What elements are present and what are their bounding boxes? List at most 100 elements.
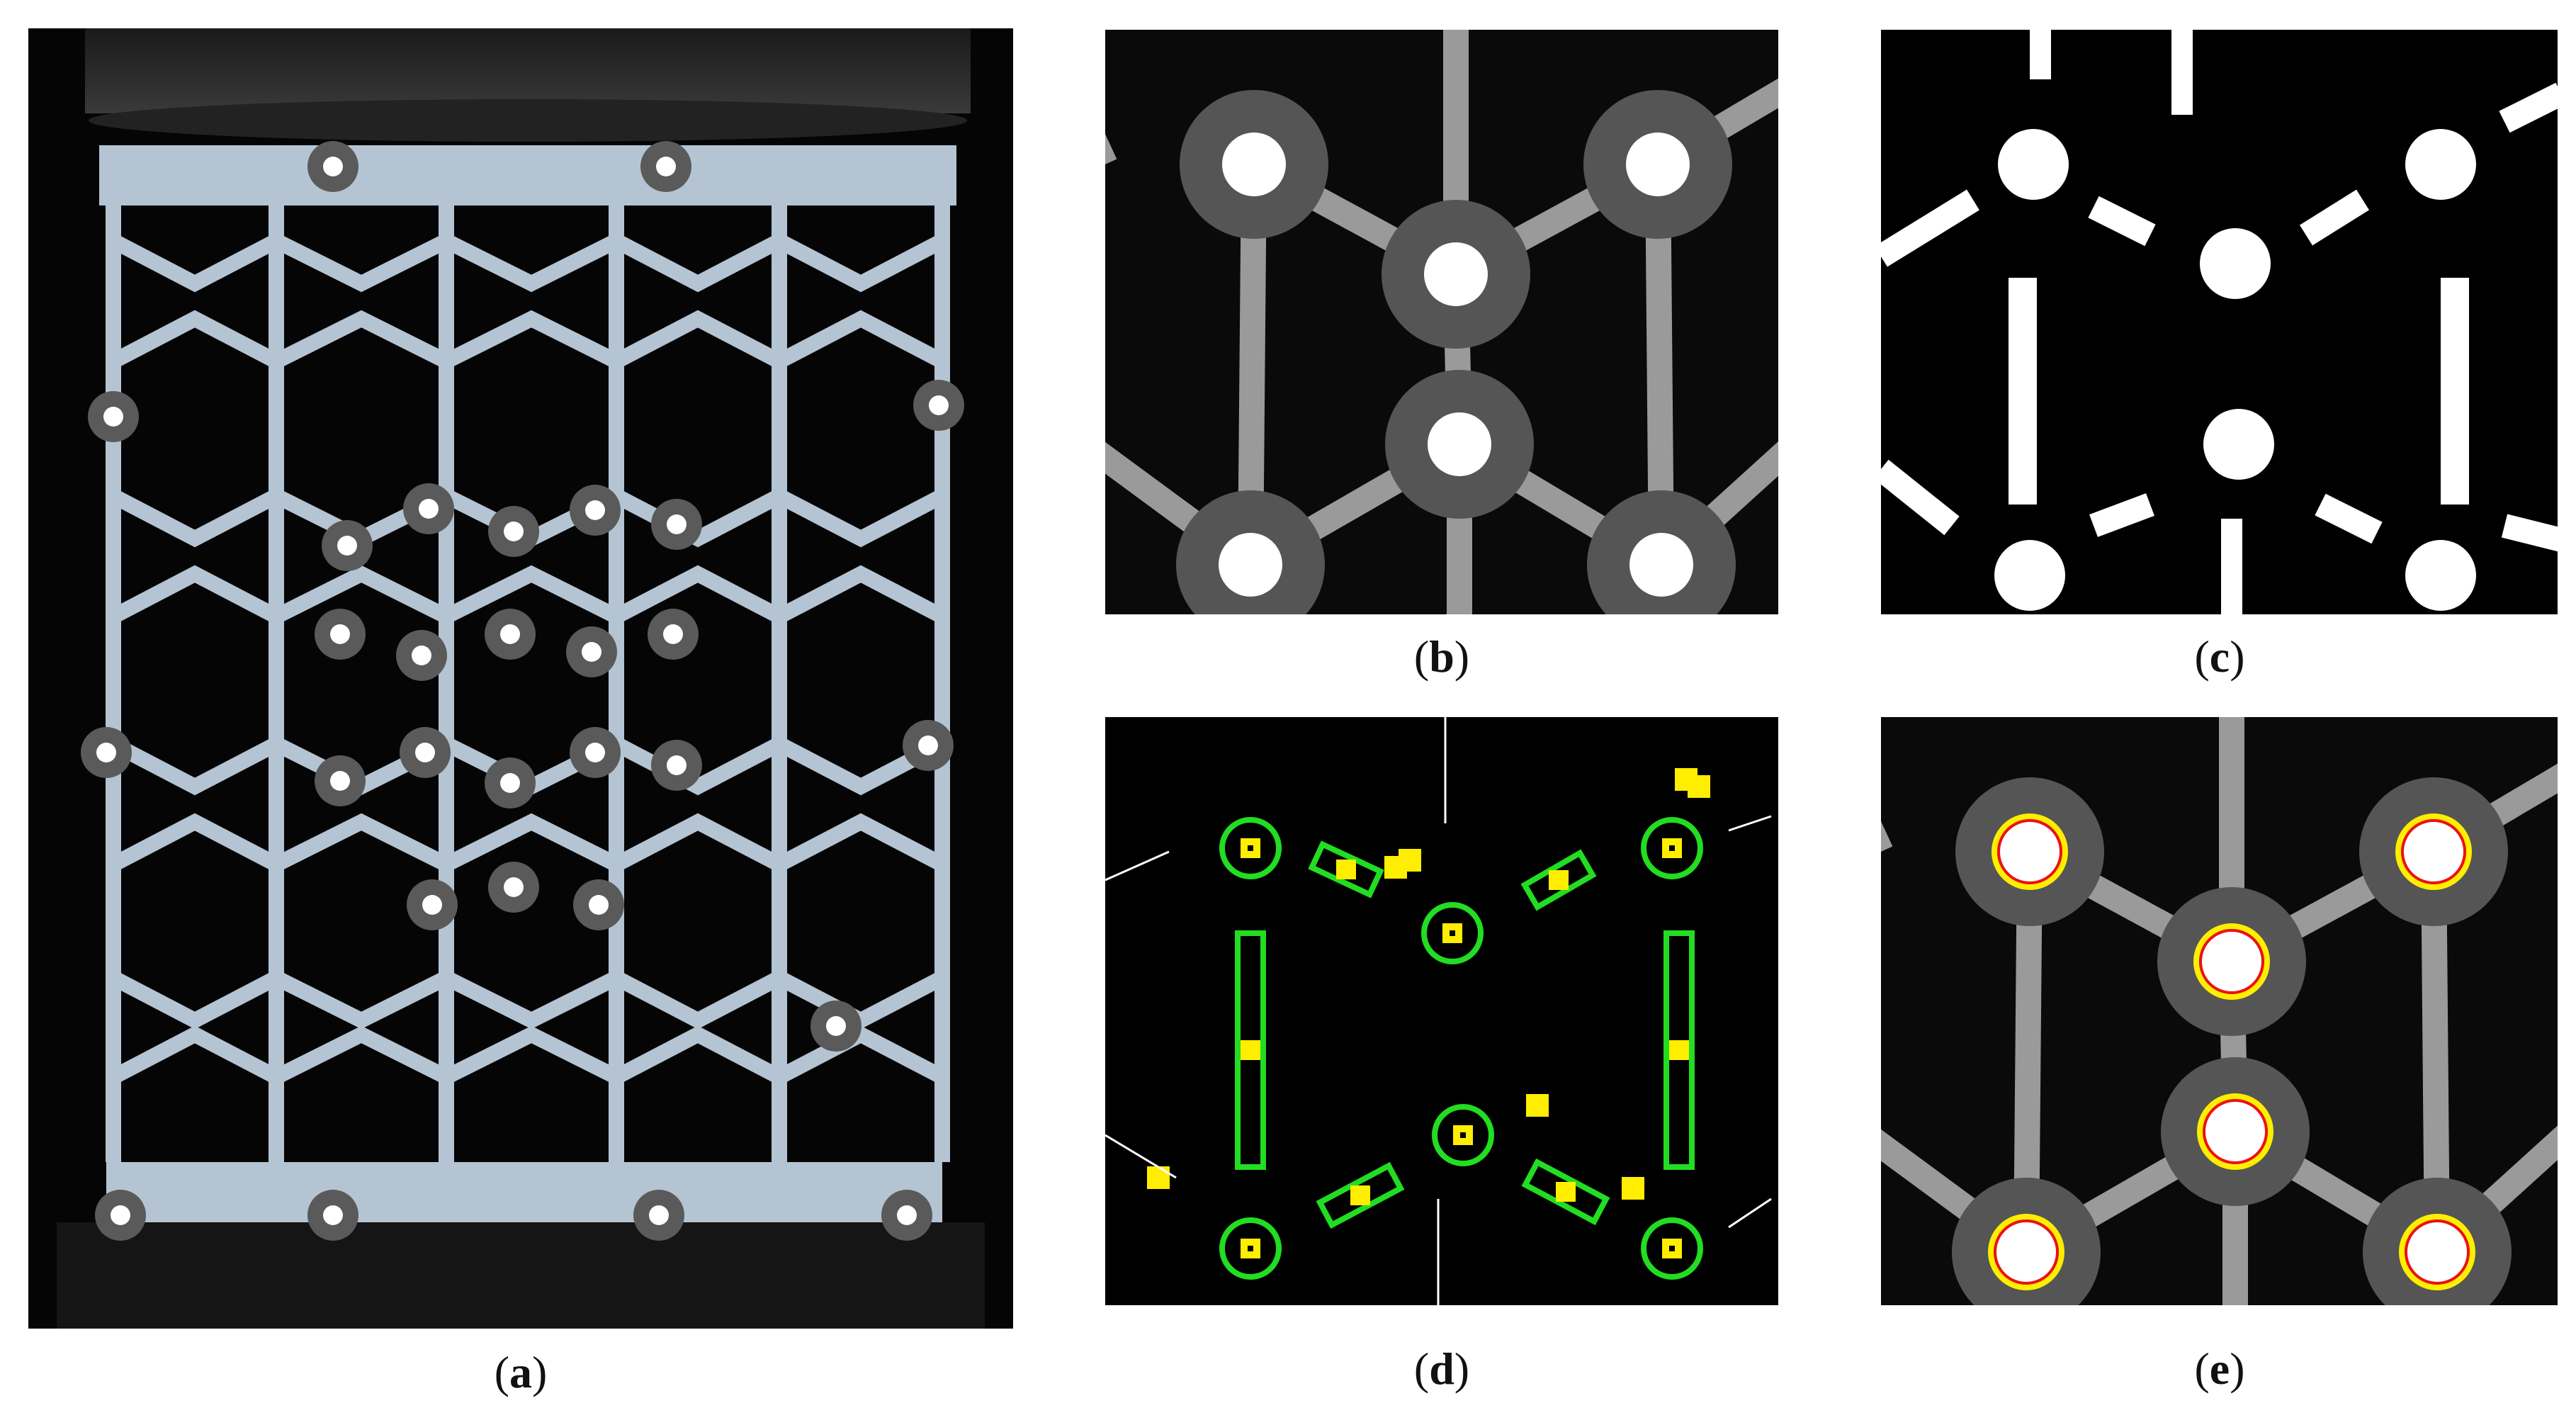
marker-dot xyxy=(1998,820,2062,884)
fit-circle-yellow xyxy=(2197,1093,2273,1170)
caption-b: (b) xyxy=(1413,631,1470,682)
marker-dot xyxy=(1629,533,1693,597)
marker-dot xyxy=(649,1205,669,1225)
marker-dot xyxy=(103,407,123,427)
binary-strut xyxy=(2441,278,2469,505)
marker-dot xyxy=(585,743,605,762)
lattice-chevron xyxy=(109,232,947,293)
detected-circle xyxy=(1432,1104,1494,1166)
spurious-detection xyxy=(1147,1166,1170,1189)
marker-dot xyxy=(589,895,609,915)
marker-dot xyxy=(663,624,683,644)
marker-dot xyxy=(2200,930,2264,993)
panel-c-binary xyxy=(1881,30,2558,614)
detected-circle xyxy=(1641,817,1703,879)
binary-dot xyxy=(2200,228,2271,299)
lattice-chevron xyxy=(109,565,947,626)
bottom-bar xyxy=(106,1162,942,1222)
detected-circle xyxy=(1219,1217,1282,1280)
binary-strut xyxy=(2315,493,2383,544)
marker-dot xyxy=(330,771,350,791)
detected-center xyxy=(1669,1040,1689,1060)
fitted-image xyxy=(1881,717,2558,1305)
caption-e: (e) xyxy=(2194,1343,2245,1394)
fit-circle-red xyxy=(2405,1219,2470,1285)
marker-dot xyxy=(667,755,687,775)
edge-contour xyxy=(1105,850,1170,881)
edge-contour xyxy=(1105,1134,1177,1179)
marker-dot xyxy=(330,624,350,644)
marker-dot xyxy=(918,736,938,755)
panel-e-fitted xyxy=(1881,717,2558,1305)
panel-b-closeup xyxy=(1105,30,1778,614)
marker-dot xyxy=(2405,1220,2469,1284)
binary-strut xyxy=(2171,30,2193,115)
marker-dot xyxy=(656,157,676,176)
detected-strut-box xyxy=(1521,1158,1610,1226)
caption-a: (a) xyxy=(494,1347,548,1397)
spurious-detection xyxy=(1622,1177,1644,1200)
binary-strut xyxy=(2501,514,2558,552)
edge-contour xyxy=(1728,815,1772,832)
detected-strut-box xyxy=(1316,1161,1405,1229)
fit-circle-yellow xyxy=(2399,1214,2475,1290)
marker-dot xyxy=(323,1205,343,1225)
panel-a-photo xyxy=(28,28,1013,1329)
marker-dot xyxy=(1222,133,1286,196)
lattice-chevron xyxy=(109,813,947,874)
detected-strut-box xyxy=(1663,930,1695,1170)
marker-dot xyxy=(504,522,524,541)
fit-circle-yellow xyxy=(1992,813,2068,890)
markers xyxy=(81,141,964,1241)
top-bar xyxy=(99,145,956,205)
bottom-platen xyxy=(57,1222,985,1329)
detection-image xyxy=(1105,717,1778,1305)
binary-strut xyxy=(2030,30,2051,79)
binary-dot xyxy=(1994,540,2065,611)
spurious-detection xyxy=(1526,1094,1549,1117)
marker-dot xyxy=(504,877,524,897)
spurious-detection xyxy=(1399,849,1421,872)
marker-dot xyxy=(826,1016,846,1036)
marker-dot xyxy=(111,1205,130,1225)
binary-strut xyxy=(2089,493,2154,537)
marker-dot xyxy=(415,743,435,762)
binary-dot xyxy=(2405,540,2476,611)
marker-dot xyxy=(667,514,687,534)
fit-circle-red xyxy=(1997,819,2062,884)
marker-dot xyxy=(419,499,439,519)
marker-dot xyxy=(2402,820,2465,884)
marker-dot xyxy=(500,773,520,793)
fit-circle-red xyxy=(1994,1219,2059,1285)
fit-circle-yellow xyxy=(1988,1214,2064,1290)
detected-center xyxy=(1556,1182,1576,1202)
marker-dot xyxy=(412,646,431,665)
fit-circle-yellow xyxy=(2395,813,2472,890)
binary-dot xyxy=(2405,129,2476,200)
binary-strut xyxy=(2499,82,2558,133)
binary-strut xyxy=(1881,189,1979,267)
detected-center xyxy=(1350,1185,1370,1205)
lattice-chevron xyxy=(109,969,947,1030)
binary-strut xyxy=(1881,459,1960,536)
marker-dot xyxy=(422,895,442,915)
marker-dot xyxy=(1994,1220,2058,1284)
marker-dot xyxy=(1428,412,1491,476)
detected-strut-box xyxy=(1520,849,1597,911)
fit-circle-red xyxy=(2199,929,2264,994)
marker-dot xyxy=(323,157,343,176)
marker-dot xyxy=(500,624,520,644)
spurious-detection xyxy=(1688,775,1710,798)
marker-dot xyxy=(337,536,357,556)
edge-contour xyxy=(1728,1198,1772,1229)
lattice-chevron xyxy=(109,310,947,371)
detected-circle xyxy=(1219,817,1282,879)
binary-strut xyxy=(2299,189,2370,246)
detected-circle xyxy=(1641,1217,1703,1280)
detected-strut-box xyxy=(1235,930,1266,1170)
detected-circle xyxy=(1421,902,1484,964)
marker-dot xyxy=(1219,533,1282,597)
specimen-photo xyxy=(28,28,1013,1329)
fit-circle-yellow xyxy=(2193,923,2270,1000)
marker-dot xyxy=(1626,133,1690,196)
